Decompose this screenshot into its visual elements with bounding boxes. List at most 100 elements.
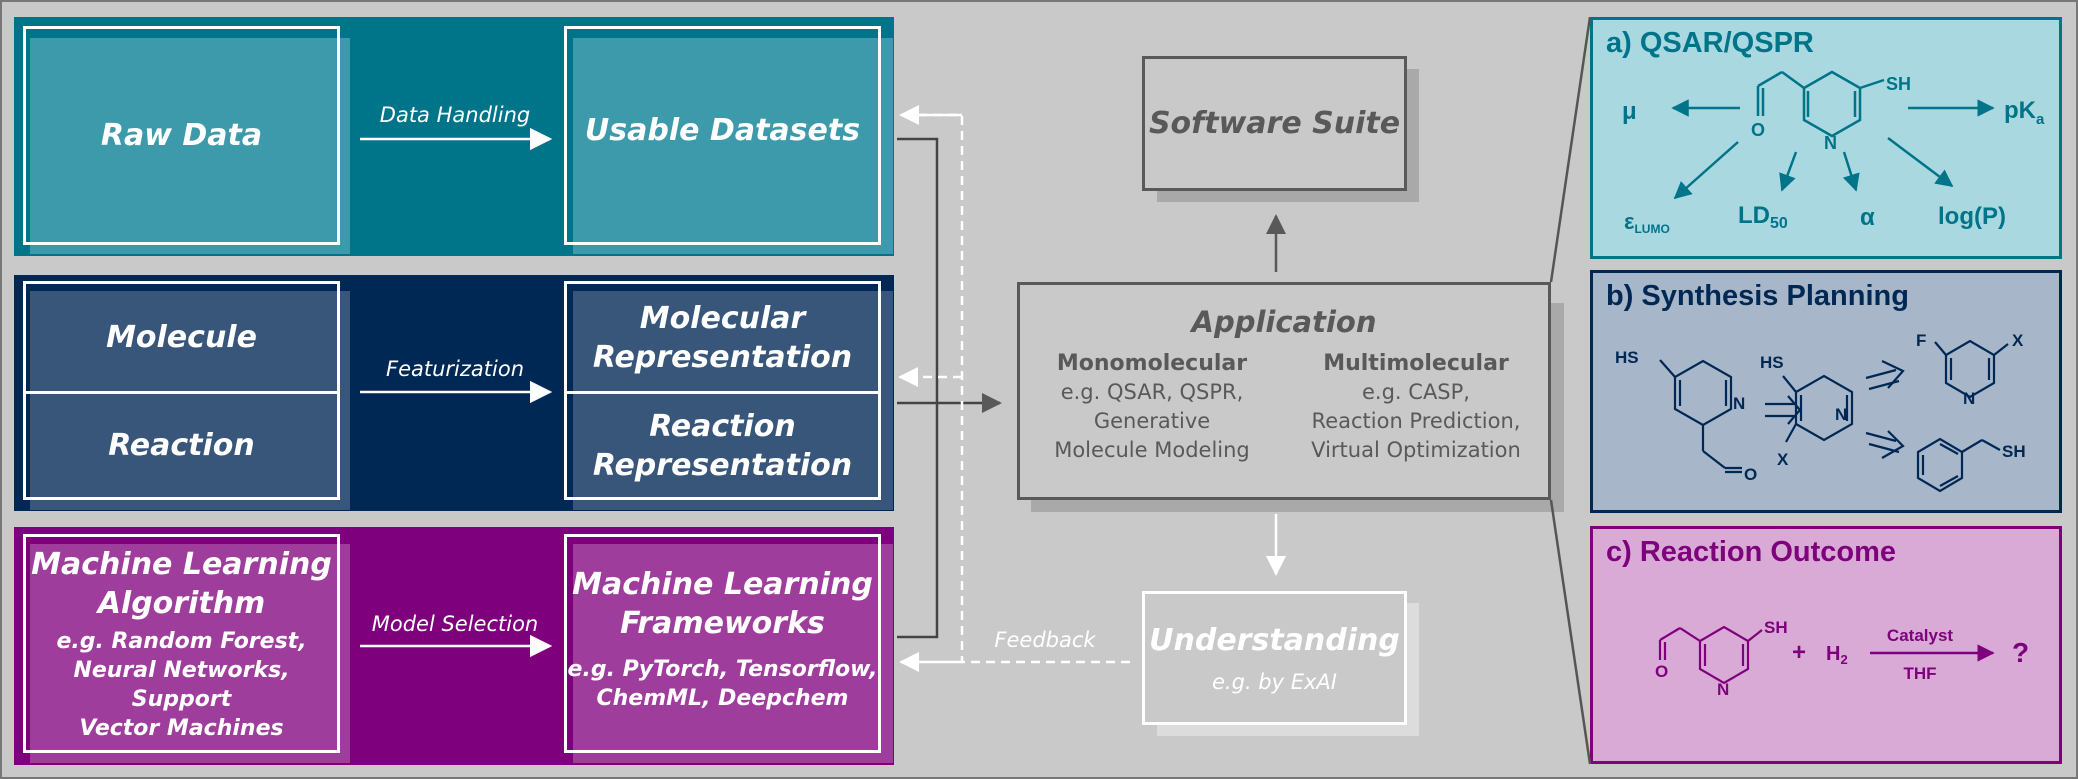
multimolecular-line: Virtual Optimization bbox=[1311, 438, 1521, 462]
eps-main: ε bbox=[1624, 209, 1635, 234]
plus-sign: + bbox=[1792, 639, 1806, 666]
qsar-o-atom: O bbox=[1751, 120, 1765, 140]
synthesis-precursor-1 bbox=[1934, 339, 2009, 399]
o-atom: O bbox=[1744, 465, 1757, 484]
qsar-sh-atom: SH bbox=[1886, 74, 1911, 94]
bracket-connector bbox=[897, 137, 939, 639]
molecule-label: Molecule bbox=[106, 320, 257, 355]
x-atom: X bbox=[2012, 331, 2024, 350]
box-shadow bbox=[30, 544, 350, 763]
qsar-arrows bbox=[1671, 99, 1995, 200]
synthesis-panel bbox=[1590, 270, 2062, 513]
multimolecular-column: Multimolecular e.g. CASP, Reaction Predi… bbox=[1284, 349, 1548, 465]
synthesis-title: b) Synthesis Planning bbox=[1606, 280, 1909, 312]
h2-main: H bbox=[1826, 643, 1840, 665]
monomolecular-line: Generative bbox=[1093, 409, 1211, 433]
molecule-reaction-box: Molecule Reaction bbox=[23, 281, 340, 500]
f-atom: F bbox=[1916, 331, 1926, 350]
unknown-product: ? bbox=[2012, 637, 2029, 668]
pka-property: pKa bbox=[2004, 97, 2045, 128]
n-atom: N bbox=[1733, 394, 1745, 413]
x-atom: X bbox=[1777, 450, 1789, 469]
o-atom: O bbox=[1655, 662, 1668, 681]
featurization-label: Featurization bbox=[386, 357, 524, 381]
ml-algorithm-example-2: Neural Networks, Support bbox=[73, 657, 290, 712]
representation-box: Molecular Representation Reaction Repres… bbox=[564, 281, 881, 500]
usable-datasets-label: Usable Datasets bbox=[584, 113, 861, 148]
molecular-representation-label: Molecular Representation bbox=[593, 284, 852, 391]
n-atom: N bbox=[1963, 389, 1975, 408]
ml-frameworks-example-1: e.g. PyTorch, Tensorflow, bbox=[567, 657, 878, 682]
ml-algorithm-example-3: Vector Machines bbox=[79, 715, 284, 741]
representation-line: Representation bbox=[592, 339, 853, 375]
sh-atom: SH bbox=[2002, 442, 2026, 461]
qsar-title: a) QSAR/QSPR bbox=[1606, 27, 1814, 59]
box-shadow bbox=[30, 38, 350, 254]
monomolecular-line: Molecule Modeling bbox=[1054, 438, 1250, 462]
raw-data-box: Raw Data bbox=[23, 26, 340, 245]
ld50-property: LD50 bbox=[1738, 202, 1788, 232]
application-box: Application Monomolecular e.g. QSAR, QSP… bbox=[1017, 282, 1551, 500]
solvent-label: THF bbox=[1903, 664, 1936, 683]
eps-subscript: LUMO bbox=[1634, 222, 1669, 236]
understanding-sub: e.g. by ExAI bbox=[1212, 669, 1337, 694]
box-shadow bbox=[573, 38, 893, 254]
raw-data-label: Raw Data bbox=[100, 118, 263, 153]
ml-frameworks-title-2: Frameworks bbox=[620, 606, 825, 641]
ld-main: LD bbox=[1738, 202, 1770, 229]
ld-subscript: 50 bbox=[1770, 215, 1788, 232]
mu-property: μ bbox=[1622, 98, 1637, 125]
box-shadow bbox=[30, 291, 350, 510]
ml-frameworks-box: Machine Learning Frameworks e.g. PyTorch… bbox=[564, 534, 881, 753]
synthesis-intermediate-molecule bbox=[1782, 374, 1854, 443]
alpha-property: α bbox=[1860, 204, 1875, 231]
pka-subscript: a bbox=[2036, 111, 2045, 128]
sh-atom: SH bbox=[1764, 618, 1788, 637]
qsar-n-atom: N bbox=[1824, 133, 1837, 153]
ml-frameworks-title-1: Machine Learning bbox=[572, 567, 873, 602]
retro-arrows-2 bbox=[1865, 360, 1905, 459]
qsar-molecule bbox=[1756, 70, 1885, 138]
qsar-panel bbox=[1590, 17, 2062, 259]
box-divider bbox=[567, 391, 878, 394]
feedback-label: Feedback bbox=[994, 628, 1096, 652]
n-atom: N bbox=[1835, 405, 1847, 424]
ml-algorithm-box: Machine Learning Algorithm e.g. Random F… bbox=[23, 534, 340, 753]
ml-algorithm-title-2: Algorithm bbox=[97, 585, 266, 621]
multimolecular-line: Reaction Prediction, bbox=[1311, 409, 1521, 433]
multimolecular-line: e.g. CASP, bbox=[1362, 380, 1470, 404]
monomolecular-line: e.g. QSAR, QSPR, bbox=[1060, 380, 1244, 404]
model-selection-label: Model Selection bbox=[371, 612, 539, 636]
reaction-outcome-panel bbox=[1590, 526, 2062, 764]
hs-atom: HS bbox=[1615, 348, 1639, 367]
understanding-box: Understanding e.g. by ExAI bbox=[1142, 591, 1407, 725]
synthesis-precursor-2 bbox=[1916, 437, 2001, 493]
logp-property: log(P) bbox=[1938, 203, 2006, 230]
zoom-line-bottom bbox=[1549, 499, 1592, 765]
application-title: Application bbox=[1191, 305, 1377, 339]
reaction-line: Reaction bbox=[649, 408, 796, 444]
hs-atom: HS bbox=[1760, 353, 1784, 372]
h2-subscript: 2 bbox=[1840, 652, 1847, 667]
reaction-label: Reaction bbox=[108, 428, 255, 463]
ml-frameworks-example-2: ChemML, Deepchem bbox=[596, 686, 849, 711]
data-handling-label: Data Handling bbox=[379, 103, 531, 127]
software-suite-box: Software Suite bbox=[1142, 56, 1407, 191]
monomolecular-title: Monomolecular bbox=[1056, 351, 1248, 376]
software-suite-label: Software Suite bbox=[1148, 106, 1401, 141]
application-columns: Monomolecular e.g. QSAR, QSPR, Generativ… bbox=[1020, 349, 1548, 465]
reaction-reactant-molecule bbox=[1658, 625, 1763, 685]
representation-line: Representation bbox=[592, 447, 853, 483]
multimolecular-title: Multimolecular bbox=[1323, 351, 1509, 376]
synthesis-target-molecule bbox=[1659, 359, 1742, 474]
ml-algorithm-example-1: e.g. Random Forest, bbox=[56, 628, 307, 654]
understanding-title: Understanding bbox=[1149, 622, 1400, 658]
feedback-connector bbox=[900, 113, 1130, 664]
n-atom: N bbox=[1717, 680, 1729, 699]
box-shadow bbox=[573, 544, 893, 763]
reaction-outcome-title: c) Reaction Outcome bbox=[1606, 536, 1897, 568]
reaction-representation-label: Reaction Representation bbox=[593, 394, 852, 497]
box-shadow bbox=[573, 291, 893, 510]
